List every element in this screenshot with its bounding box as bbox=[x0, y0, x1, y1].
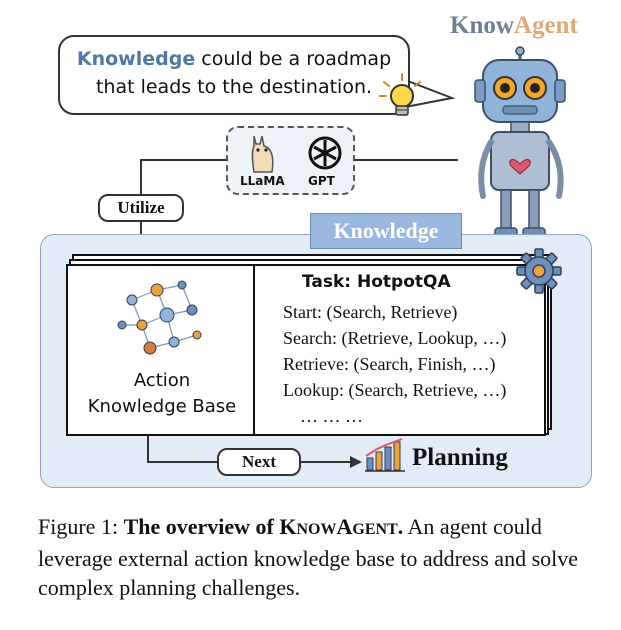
brand-title: KnowAgent bbox=[450, 12, 578, 39]
book-divider bbox=[253, 264, 255, 434]
bar-chart-icon bbox=[365, 438, 405, 472]
utilize-label: Utilize bbox=[98, 194, 184, 222]
knowledge-tag: Knowledge bbox=[310, 213, 462, 249]
llm-models-group: LLaMA GPT bbox=[226, 126, 355, 195]
lightbulb-icon bbox=[379, 73, 421, 116]
model-label-gpt: GPT bbox=[308, 174, 335, 188]
speech-bubble: Knowledge could be a roadmap that leads … bbox=[58, 35, 410, 115]
bubble-line2: that leads to the destination. bbox=[95, 76, 373, 98]
rule-ellipsis: … … … bbox=[300, 406, 363, 426]
rule-item: Lookup: (Search, Retrieve, …) bbox=[283, 380, 507, 400]
rule-item: Start: (Search, Retrieve) bbox=[283, 302, 458, 322]
action-knowledge-base-label: Action Knowledge Base bbox=[87, 370, 237, 417]
model-label-llama: LLaMA bbox=[240, 174, 285, 188]
planning-label: Planning bbox=[412, 444, 508, 471]
knowledge-network-icon bbox=[117, 280, 202, 355]
bubble-keyword: Knowledge bbox=[76, 48, 196, 70]
task-title: Task: HotpotQA bbox=[302, 272, 451, 292]
rule-item: Retrieve: (Search, Finish, …) bbox=[283, 354, 496, 374]
figure-caption: Figure 1: The overview of KNOWAGENT. An … bbox=[38, 514, 579, 600]
next-label: Next bbox=[217, 448, 301, 476]
rule-item: Search: (Retrieve, Lookup, …) bbox=[283, 328, 507, 348]
openai-icon bbox=[308, 136, 342, 170]
bubble-line1: could be a roadmap bbox=[195, 48, 392, 70]
robot-illustration bbox=[474, 46, 566, 239]
llama-icon bbox=[251, 135, 274, 173]
gear-icon bbox=[516, 248, 562, 294]
